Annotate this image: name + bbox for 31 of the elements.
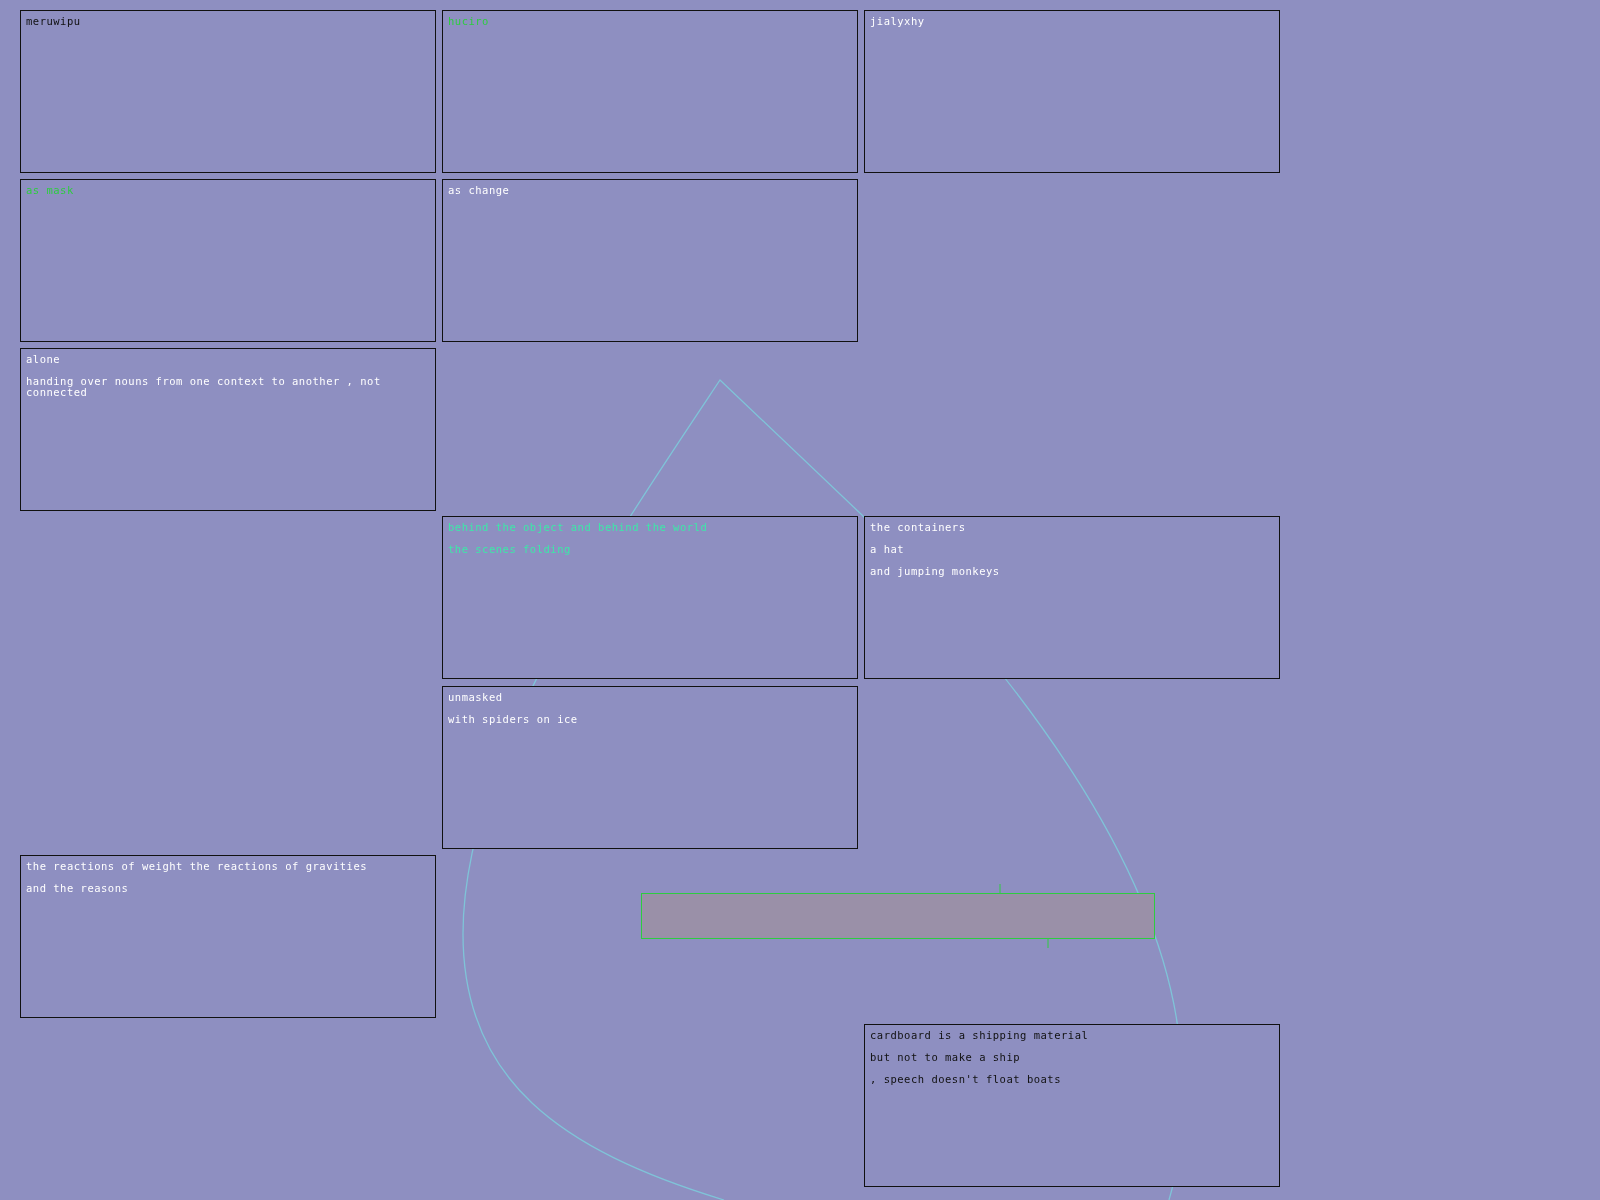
text-panel [442,686,858,849]
panel-text: meruwipu [26,16,82,27]
panel-text: but not to make a ship [870,1052,1022,1063]
text-panel [20,10,436,173]
text-panel [864,10,1280,173]
text-panel [442,516,858,679]
panel-text: alone [26,354,62,365]
panel-text: the scenes folding [448,544,572,555]
panel-text: , speech doesn't float boats [870,1074,1062,1085]
panel-text: behind the object and behind the world [448,522,709,533]
text-panel [442,10,858,173]
panel-text: with spiders on ice [448,714,579,725]
text-panel [20,855,436,1018]
panel-text: the reactions of weight the reactions of gravities [26,861,369,872]
panel-text: jialyxhy [870,16,926,27]
panel-text: handing over nouns from one context to another , not connected [26,376,382,398]
panel-text: and the reasons [26,883,130,894]
panel-text: cardboard is a shipping material [870,1030,1090,1041]
panel-text: the containers [870,522,967,533]
panel-text: as mask [26,185,75,196]
empty-bar [641,893,1155,939]
text-panel [864,516,1280,679]
text-panel [442,179,858,342]
panel-text: and jumping monkeys [870,566,1001,577]
panel-text: a hat [870,544,906,555]
panel-text: as change [448,185,511,196]
text-panel [20,348,436,511]
panel-text: huciro [448,16,490,27]
text-panel [20,179,436,342]
text-panel [864,1024,1280,1187]
panel-text: unmasked [448,692,504,703]
